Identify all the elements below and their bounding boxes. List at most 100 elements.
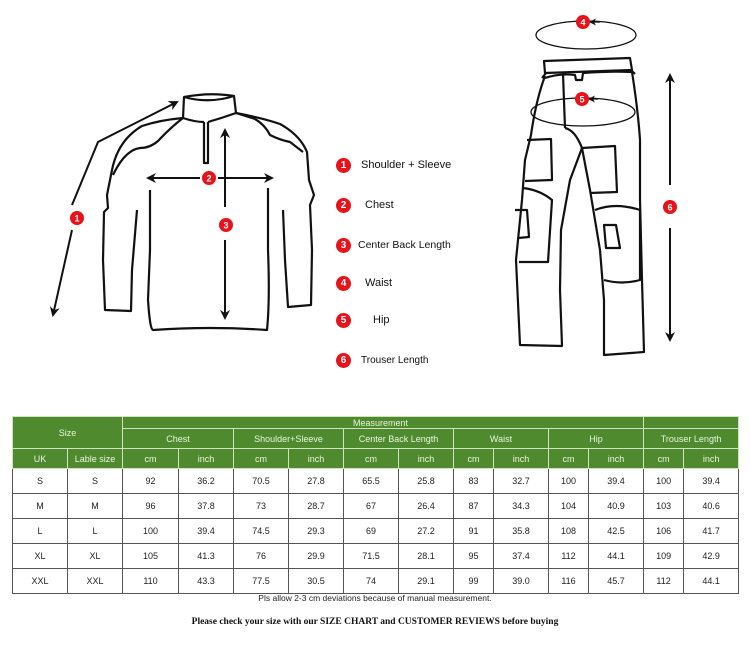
table-cell: 34.3 [493,493,550,519]
marker-6-icon [663,200,677,214]
svg-text:4: 4 [580,18,585,28]
svg-text:2: 2 [206,174,211,184]
table-cell: 105 [122,543,180,569]
table-cell: 26.4 [398,493,455,519]
number-3-icon: 3 [336,237,351,253]
number-2-icon: 2 [336,197,351,213]
legend-item-trouser-length: 6 Trouser Length [336,350,428,370]
legend-item-chest: 2 Chest [336,195,394,215]
table-cell: 100 [643,468,685,494]
table-cell: 87 [453,493,495,519]
table-cell: 39.0 [493,568,550,594]
table-cell: 100 [548,468,590,494]
table-cell: XXL [12,568,68,594]
table-cell: 92 [122,468,180,494]
table-cell: 116 [548,568,590,594]
table-cell: 42.9 [683,543,740,569]
table-cell: 35.8 [493,518,550,544]
legend-label: Waist [365,277,393,289]
number-5-icon: 5 [336,312,351,328]
legend-label: Hip [373,314,390,326]
table-cell: 43.3 [178,568,235,594]
legend-label: Trouser Length [361,354,429,366]
svg-text:6: 6 [667,203,672,213]
table-cell: 73 [233,493,290,519]
table-cell: 74 [343,568,400,594]
table-cell: L [66,518,124,544]
table-cell: 28.1 [398,543,455,569]
table-cell: 40.6 [683,493,740,519]
unit-cell: inch [398,448,455,469]
shirt-outline [101,93,316,332]
table-cell: 91 [453,518,495,544]
table-cell: 70.5 [233,468,290,494]
table-cell: XXL [66,568,124,594]
group-waist: Waist [453,428,550,449]
table-cell: 108 [548,518,590,544]
measurement-header: Measurement [122,416,645,429]
size-check-note: Please check your size with our SIZE CHA… [191,617,559,627]
table-cell: 71.5 [343,543,400,569]
legend-label: Chest [365,199,394,211]
table-cell: 27.8 [288,468,345,494]
table-cell: 41.3 [178,543,235,569]
table-cell: S [66,468,124,494]
unit-cell: inch [493,448,550,469]
table-cell: 39.4 [683,468,740,494]
svg-text:5: 5 [579,95,584,105]
table-cell: 83 [453,468,495,494]
table-cell: 29.9 [288,543,345,569]
table-cell: XL [66,543,124,569]
table-cell: 76 [233,543,290,569]
table-cell: 95 [453,543,495,569]
group-header-row: Chest Shoulder+Sleeve Center Back Length… [13,428,740,449]
table-cell: 44.1 [588,543,645,569]
unit-cell: cm [343,448,400,469]
table-cell: 65.5 [343,468,400,494]
table-cell: 28.7 [288,493,345,519]
table-cell: 99 [453,568,495,594]
table-cell: S [12,468,68,494]
table-cell: 40.9 [588,493,645,519]
table-cell: 25.8 [398,468,455,494]
table-cell: 41.7 [683,518,740,544]
unit-cell: cm [122,448,180,469]
unit-cell: inch [288,448,345,469]
table-cell: 74.5 [233,518,290,544]
table-cell: 67 [343,493,400,519]
measurement-header-extra [643,416,740,429]
table-cell: 112 [548,543,590,569]
table-cell: 37.8 [178,493,235,519]
table-cell: XL [12,543,68,569]
table-cell: 69 [343,518,400,544]
number-4-icon: 4 [336,275,351,291]
group-center-back-length: Center Back Length [343,428,455,449]
marker-5-icon [575,92,589,106]
size-header: Size [11,416,124,449]
table-cell: 37.4 [493,543,550,569]
table-row: M M 96 37.8 73 28.7 67 26.4 87 34.3 104 … [12,493,740,519]
shirt-markers: 1 2 3 [70,171,233,232]
legend-item-hip: 5 Hip [336,310,390,330]
group-hip: Hip [548,428,645,449]
table-cell: 96 [122,493,180,519]
col-uk: UK [12,448,68,469]
table-cell: 32.7 [493,468,550,494]
number-1-icon: 1 [336,157,351,173]
legend-label: Shoulder + Sleeve [361,159,452,171]
table-cell: 112 [643,568,685,594]
table-cell: 44.1 [683,568,740,594]
table-row: L L 100 39.4 74.5 29.3 69 27.2 91 35.8 1… [12,518,740,544]
table-cell: 29.1 [398,568,455,594]
svg-text:3: 3 [223,221,228,231]
table-cell: 39.4 [178,518,235,544]
table-cell: M [66,493,124,519]
table-cell: 106 [643,518,685,544]
unit-header-row: UK Lable size cm inch cm inch cm inch cm… [12,448,740,469]
table-cell: 29.3 [288,518,345,544]
pants-markers: 4 5 6 [575,15,677,214]
table-cell: 77.5 [233,568,290,594]
marker-2-icon [202,171,216,185]
deviation-note: Pls allow 2-3 cm deviations because of m… [258,593,492,603]
table-cell: 45.7 [588,568,645,594]
